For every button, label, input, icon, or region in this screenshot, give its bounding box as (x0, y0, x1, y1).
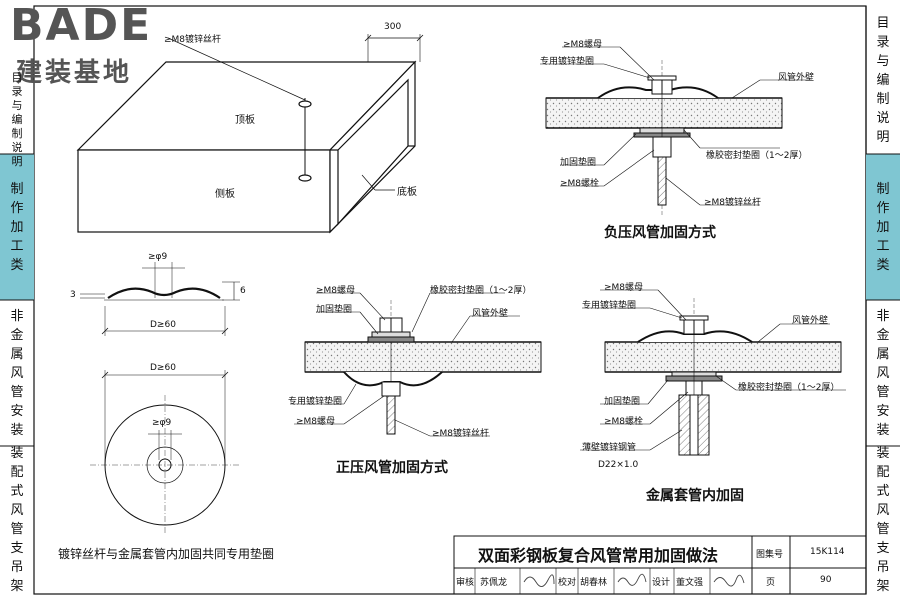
duct-top-label: 顶板 (235, 115, 255, 126)
neg-caption: 负压风管加固方式 (604, 225, 716, 241)
right-active-tab-bg (866, 154, 900, 300)
washer-plan-diameter-label: D≥60 (150, 363, 176, 373)
pos-washer-label: 专用镀锌垫圈 (288, 397, 343, 407)
review-label: 审核 (456, 578, 475, 588)
right-tab-support[interactable]: 装配式风管支吊架 (876, 446, 890, 594)
right-tab-catalog[interactable]: 目录与编制说明 (876, 15, 890, 145)
washer-diameter-label: D≥60 (150, 320, 176, 330)
right-tab-fabrication[interactable]: 制作加工类 (876, 181, 890, 273)
right-tab-nonmetal-install[interactable]: 非金属风管安装 (876, 308, 890, 438)
sleeve-pipe-label: 薄壁镀锌钢管 (582, 443, 637, 453)
sleeve-leaders (580, 289, 846, 451)
positive-pressure-section (304, 300, 542, 435)
drawing-title: 双面彩钢板复合风管常用加固做法 (478, 546, 719, 565)
metal-sleeve-section (604, 298, 842, 456)
brand-logo: BADE (10, 0, 153, 51)
pos-seal-label: 橡胶密封垫圈（1～2厚） (430, 286, 532, 296)
left-tab-support[interactable]: 装配式风管支吊架 (10, 446, 24, 594)
left-active-tab-bg (0, 154, 34, 300)
washer-profile (80, 262, 240, 336)
pos-reinforce-label: 加固垫圈 (316, 305, 353, 315)
atlas-number: 15K114 (810, 547, 845, 557)
sleeve-wall-label: 风管外壁 (792, 316, 829, 326)
signature-marks (523, 573, 745, 587)
neg-washer-label: 专用镀锌垫圈 (540, 57, 595, 67)
washer-plan-hole-label: ≥φ9 (152, 418, 172, 428)
left-tab-catalog[interactable]: 目录与编制说明 (11, 71, 23, 168)
negative-pressure-section (545, 60, 783, 215)
sleeve-bolt-label: ≥M8螺栓 (604, 417, 644, 427)
negative-leaders (540, 46, 812, 206)
washer-thick-label: 3 (70, 290, 76, 300)
sleeve-nut-label: ≥M8螺母 (604, 283, 644, 293)
sleeve-caption: 金属套管内加固 (646, 488, 744, 504)
title-block-grid (453, 535, 867, 595)
reviewer-name: 苏佩龙 (480, 578, 508, 588)
duct-rod-label: ≥M8镀锌丝杆 (164, 35, 222, 45)
design-label: 设计 (652, 578, 671, 588)
duct-dim-300: 300 (384, 22, 402, 32)
pos-wall-label: 风管外壁 (472, 309, 509, 319)
brand-subtitle: 建装基地 (16, 58, 133, 88)
positive-leaders (290, 292, 520, 437)
left-tab-fabrication[interactable]: 制作加工类 (10, 181, 24, 273)
brand-watermark: BADE 建装基地 (4, 0, 179, 89)
sleeve-pipe-size: D22×1.0 (598, 460, 639, 470)
atlas-label: 图集号 (756, 550, 784, 560)
pos-nut-bottom-label: ≥M8螺母 (296, 417, 336, 427)
sleeve-reinforce-label: 加固垫圈 (604, 397, 641, 407)
designer-name: 董文强 (676, 578, 704, 588)
sleeve-seal-label: 橡胶密封垫圈（1～2厚） (738, 383, 840, 393)
sleeve-washer-label: 专用镀锌垫圈 (582, 301, 637, 311)
checker-name: 胡春林 (580, 578, 608, 588)
neg-seal-label: 橡胶密封垫圈（1～2厚） (706, 151, 808, 161)
duct-3d-drawing (76, 34, 424, 234)
check-label: 校对 (558, 578, 577, 588)
neg-nut-label: ≥M8螺母 (563, 40, 603, 50)
washer-caption: 镀锌丝杆与金属套管内加固共同专用垫圈 (58, 547, 275, 561)
pos-nut-top-label: ≥M8螺母 (316, 286, 356, 296)
washer-plan (90, 370, 240, 535)
duct-bottom-label: 底板 (397, 187, 417, 198)
washer-height-label: 6 (240, 286, 246, 296)
duct-side-label: 侧板 (215, 189, 235, 200)
neg-reinforce-label: 加固垫圈 (560, 158, 597, 168)
left-tab-nonmetal-install[interactable]: 非金属风管安装 (10, 308, 24, 438)
pos-rod-label: ≥M8镀锌丝杆 (432, 429, 490, 439)
neg-rod-label: ≥M8镀锌丝杆 (704, 198, 762, 208)
neg-wall-label: 风管外壁 (778, 73, 815, 83)
pos-caption: 正压风管加固方式 (336, 460, 448, 476)
neg-bolt-label: ≥M8螺栓 (560, 179, 600, 189)
page-number: 90 (820, 575, 832, 585)
page-label: 页 (766, 578, 776, 588)
washer-hole-label: ≥φ9 (148, 252, 168, 262)
